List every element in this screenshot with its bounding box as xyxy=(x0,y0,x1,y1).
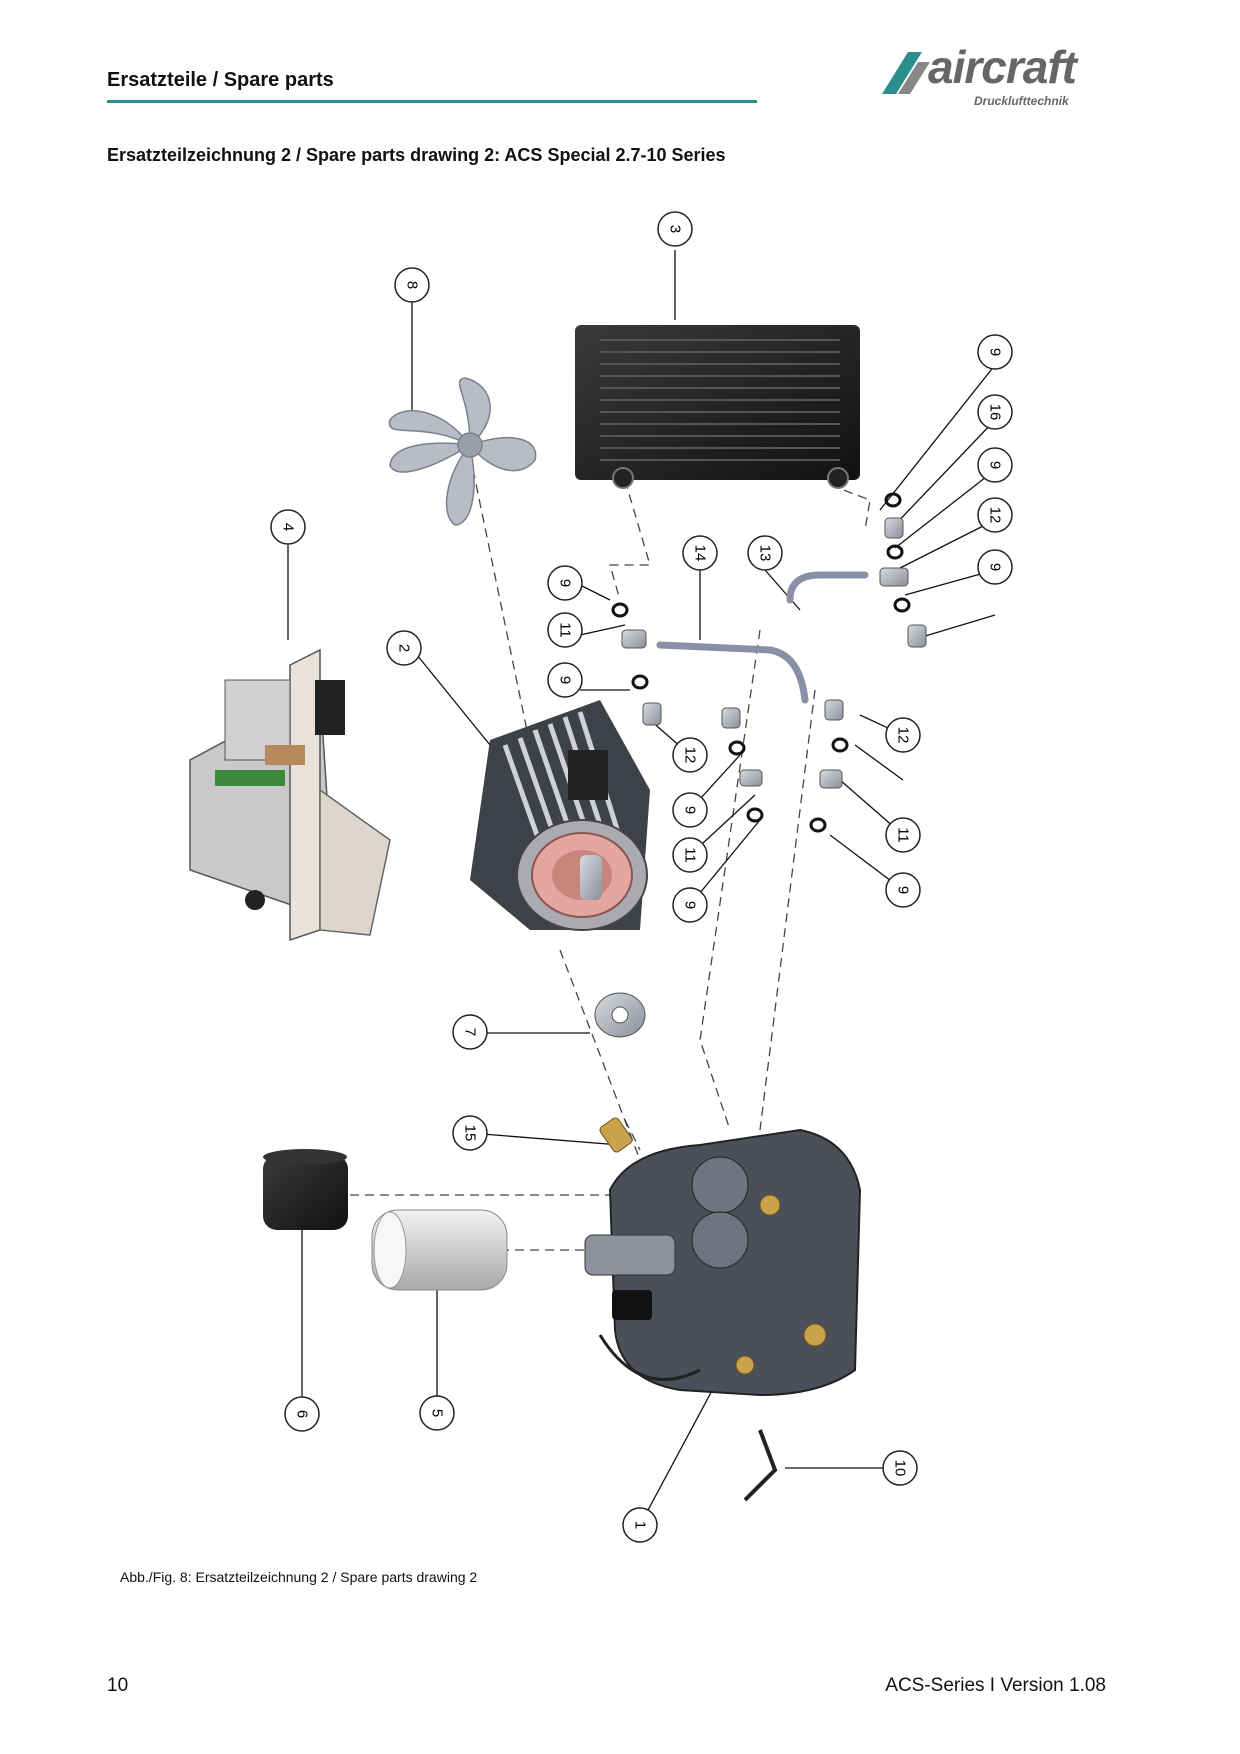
callout-label: 3 xyxy=(667,225,684,233)
callout-15: 15 xyxy=(452,1115,488,1151)
callout-label: 9 xyxy=(682,806,699,814)
callout-label: 9 xyxy=(987,461,1004,469)
coupling-part xyxy=(594,992,646,1038)
callout-label: 11 xyxy=(682,847,699,863)
pipe-assembly xyxy=(656,571,869,704)
callout-label: 9 xyxy=(987,348,1004,356)
callout-label: 11 xyxy=(557,622,574,638)
callout-3: 3 xyxy=(657,211,693,247)
callout-9: 9 xyxy=(672,887,708,923)
callout-label: 10 xyxy=(892,1460,909,1477)
callout-16: 16 xyxy=(977,394,1013,430)
callout-9: 9 xyxy=(547,565,583,601)
callout-10: 10 xyxy=(882,1450,918,1486)
figure-caption: Abb./Fig. 8: Ersatzteilzeichnung 2 / Spa… xyxy=(120,1569,478,1585)
fittings-and-seals xyxy=(611,492,927,833)
drawing-title: Ersatzteilzeichnung 2 / Spare parts draw… xyxy=(107,145,726,165)
compressor-pump-part xyxy=(584,1128,862,1397)
valve-part xyxy=(599,1117,633,1153)
callout-11: 11 xyxy=(885,817,921,853)
logo-mark-icon xyxy=(882,52,930,94)
callout-9: 9 xyxy=(977,549,1013,585)
callout-label: 6 xyxy=(294,1410,311,1418)
callout-12: 12 xyxy=(672,737,708,773)
hose-part xyxy=(743,1429,778,1502)
callout-5: 5 xyxy=(419,1395,455,1431)
callout-label: 1 xyxy=(632,1521,649,1529)
aircraft-logo: aircraft Drucklufttechnik xyxy=(878,44,1118,114)
fan-part xyxy=(388,377,537,526)
callout-label: 2 xyxy=(396,644,413,652)
callout-label: 14 xyxy=(692,545,709,562)
callout-label: 16 xyxy=(987,404,1004,421)
callout-label: 9 xyxy=(557,579,574,587)
callout-label: 9 xyxy=(895,886,912,894)
callout-6: 6 xyxy=(284,1396,320,1432)
callout-label: 9 xyxy=(682,901,699,909)
callout-label: 11 xyxy=(895,827,912,843)
air-filter-part xyxy=(371,1209,508,1291)
callout-1: 1 xyxy=(622,1507,658,1543)
callout-9: 9 xyxy=(977,447,1013,483)
callout-8: 8 xyxy=(394,267,430,303)
document-version: ACS-Series I Version 1.08 xyxy=(885,1675,1106,1696)
control-panel-part xyxy=(189,648,391,942)
callout-11: 11 xyxy=(672,837,708,873)
callout-label: 9 xyxy=(987,563,1004,571)
callout-label: 12 xyxy=(682,747,699,764)
callout-12: 12 xyxy=(977,497,1013,533)
callout-11: 11 xyxy=(547,612,583,648)
callout-label: 15 xyxy=(462,1125,479,1142)
header-divider xyxy=(107,100,757,103)
callout-label: 8 xyxy=(404,281,421,289)
assembly-guide-lines xyxy=(350,454,871,1251)
callout-13: 13 xyxy=(747,535,783,571)
callout-12: 12 xyxy=(885,717,921,753)
callout-14: 14 xyxy=(682,535,718,571)
callout-label: 13 xyxy=(757,545,774,562)
callout-9: 9 xyxy=(977,334,1013,370)
callout-7: 7 xyxy=(452,1014,488,1050)
callout-9: 9 xyxy=(547,662,583,698)
callout-label: 12 xyxy=(895,727,912,744)
cooler-part xyxy=(575,325,860,489)
callout-label: 5 xyxy=(429,1409,446,1417)
callout-4: 4 xyxy=(270,509,306,545)
callout-label: 7 xyxy=(462,1028,479,1036)
logo-subtitle: Drucklufttechnik xyxy=(974,94,1069,108)
oil-filter-part xyxy=(263,1149,348,1230)
callout-label: 4 xyxy=(280,523,297,531)
logo-wordmark: aircraft xyxy=(928,41,1077,93)
callout-9: 9 xyxy=(672,792,708,828)
callout-label: 9 xyxy=(557,676,574,684)
callout-2: 2 xyxy=(386,630,422,666)
motor-part xyxy=(470,700,650,931)
callout-9: 9 xyxy=(885,872,921,908)
page-number: 10 xyxy=(107,1675,129,1696)
page-header-title: Ersatzteile / Spare parts xyxy=(107,69,334,91)
callout-label: 12 xyxy=(987,507,1004,524)
